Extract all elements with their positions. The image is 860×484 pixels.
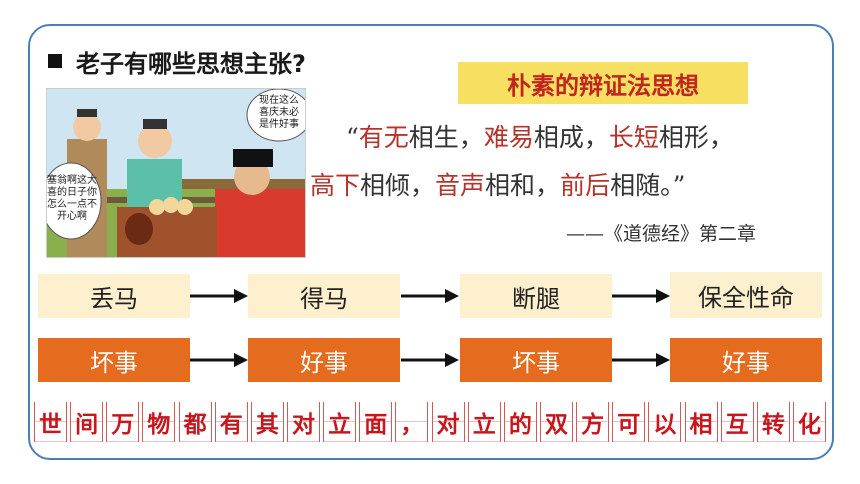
quote-segment: 音声 [435,171,486,200]
banner-char-cell: 万 [106,402,140,442]
conclusion-banner: 世间万物都有其对立面，对立的双方可以相互转化 [34,402,826,442]
quote-segment: 相成， [533,123,609,152]
quote-segment: 前后 [560,171,611,200]
quote-segment: 相生， [408,123,484,152]
quote-segment: 难易 [483,123,534,152]
quote-segment: 相倾， [360,171,436,200]
content-frame [28,24,834,460]
arrow-right-icon [190,289,248,303]
question-heading: 老子有哪些思想主张? [48,44,306,78]
flow-bottom-box-4: 好事 [670,338,822,382]
banner-char-cell: 以 [648,402,682,442]
square-bullet-icon [48,54,62,68]
arrow-right-icon [612,353,670,367]
quote-line-2: 高下相倾，音声相和，前后相随。” [310,166,685,202]
banner-char-cell: 化 [792,402,826,442]
banner-char-cell: 对 [431,402,465,442]
speech-bubble-right: 现在这么 喜庆未必 是件好事 [259,95,299,130]
flow-top-box-4: 保全性命 [670,272,822,318]
comic-scene-icon [47,89,305,257]
concept-badge: 朴素的辩证法思想 [458,62,748,104]
banner-char-cell: 间 [70,402,104,442]
banner-char-cell: 可 [612,402,646,442]
flow-bottom-box-2: 好事 [248,338,400,382]
banner-char-cell: 有 [214,402,248,442]
banner-char-cell: ， [395,402,429,442]
quote-line-1: “有无相生，难易相成，长短相形， [346,118,734,154]
banner-char-cell: 物 [142,402,176,442]
question-text: 老子有哪些思想主张? [76,49,306,78]
flow-bottom-box-3: 坏事 [460,338,612,382]
flow-top-box-1: 丢马 [38,274,190,318]
banner-char-cell: 相 [684,402,718,442]
comic-illustration: 现在这么 喜庆未必 是件好事 塞翁啊这大 喜的日子你 怎么一点不 开心啊 [46,88,306,258]
banner-char-cell: 转 [756,402,790,442]
banner-char-cell: 都 [178,402,212,442]
quote-segment: “ [346,123,359,152]
flow-top-box-2: 得马 [248,274,400,318]
quote-segment: 相随。” [610,171,686,200]
banner-char-cell: 世 [34,402,67,442]
speech-bubble-left: 塞翁啊这大 喜的日子你 怎么一点不 开心啊 [47,175,97,222]
banner-char-cell: 面 [359,402,393,442]
arrow-right-icon [401,289,459,303]
arrow-right-icon [612,289,670,303]
banner-char-cell: 互 [720,402,754,442]
banner-char-cell: 立 [323,402,357,442]
banner-char-cell: 的 [503,402,537,442]
quote-source: ——《道德经》第二章 [566,223,757,245]
quote-segment: 相形， [658,123,734,152]
arrow-right-icon [401,353,459,367]
arrow-right-icon [190,353,248,367]
banner-char-cell: 立 [467,402,501,442]
banner-char-cell: 方 [576,402,610,442]
quote-segment: 相和， [485,171,561,200]
flow-bottom-box-1: 坏事 [38,338,190,382]
banner-char-cell: 对 [286,402,320,442]
banner-char-cell: 其 [250,402,284,442]
quote-segment: 长短 [608,123,659,152]
flow-top-box-3: 断腿 [460,274,612,318]
quote-segment: 有无 [358,123,409,152]
banner-char-cell: 双 [539,402,573,442]
quote-segment: 高下 [310,171,361,200]
